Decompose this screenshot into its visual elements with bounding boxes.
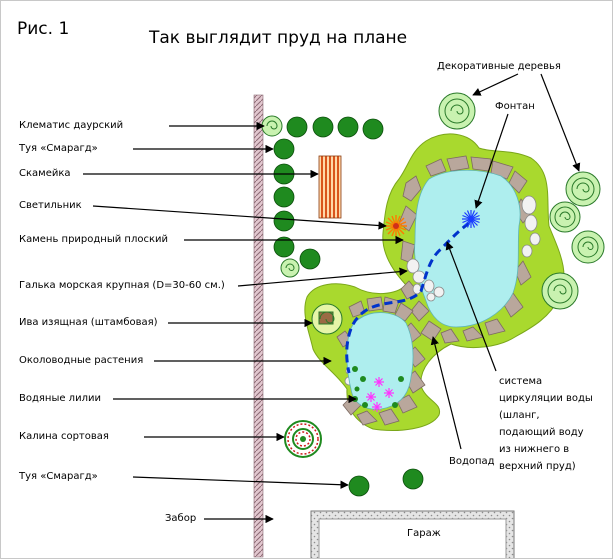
fountain-icon (462, 210, 480, 228)
water-lily-icon (366, 377, 394, 412)
label-water-lilies: Водяные лилии (19, 393, 101, 404)
label-near-water-plants: Околоводные растения (19, 355, 144, 366)
label-garage: Гараж (407, 528, 441, 539)
label-fence: Забор (165, 513, 197, 524)
stone-border-upper (398, 155, 532, 344)
circulation-line: система (499, 376, 543, 387)
label-waterfall: Водопад (449, 456, 495, 467)
circulation-line: из нижнего в (499, 444, 570, 455)
figure-label: Рис. 1 (17, 19, 70, 39)
lily-pads (360, 376, 404, 408)
label-fountain: Фонтан (495, 101, 535, 112)
thuja-shrubs (273, 116, 424, 497)
label-pebbles: Галька морская крупная (D=30-60 см.) (19, 280, 225, 291)
willow-icon (311, 303, 343, 335)
label-willow: Ива изящная (штамбовая) (19, 317, 158, 328)
garage (310, 510, 515, 558)
small-rosette-icon (280, 258, 300, 278)
pebbles (344, 195, 541, 386)
bench-icon (318, 155, 342, 219)
circulation-pipe (345, 221, 470, 374)
label-thuja-bottom: Туя «Смарагд» (19, 471, 98, 482)
clematis-icon (261, 115, 283, 137)
label-thuja-top: Туя «Смарагд» (19, 143, 98, 154)
viburnum-icon (284, 420, 322, 458)
circulation-line: верхний пруд) (499, 461, 576, 472)
label-bench: Скамейка (19, 168, 71, 179)
lamp-icon (385, 215, 407, 237)
upper-pond-water (414, 169, 521, 328)
tree-icon (438, 92, 605, 310)
label-circulation-system: система циркуляции воды (шланг, подающий… (499, 373, 593, 475)
circulation-line: подающий воду (499, 427, 584, 438)
label-lamp: Светильник (19, 200, 82, 211)
label-flat-stone: Камень природный плоский (19, 234, 168, 245)
circulation-line: циркуляции воды (499, 393, 593, 404)
lower-pond-water (346, 312, 414, 410)
label-clematis: Клематис даурский (19, 120, 124, 131)
diagram-title: Так выглядит пруд на плане (149, 28, 408, 48)
circulation-line: (шланг, (499, 410, 540, 421)
fence (253, 94, 264, 558)
label-decorative-trees: Декоративные деревья (437, 61, 561, 72)
callout-arrows (83, 73, 581, 524)
label-viburnum: Калина сортовая (19, 431, 109, 442)
